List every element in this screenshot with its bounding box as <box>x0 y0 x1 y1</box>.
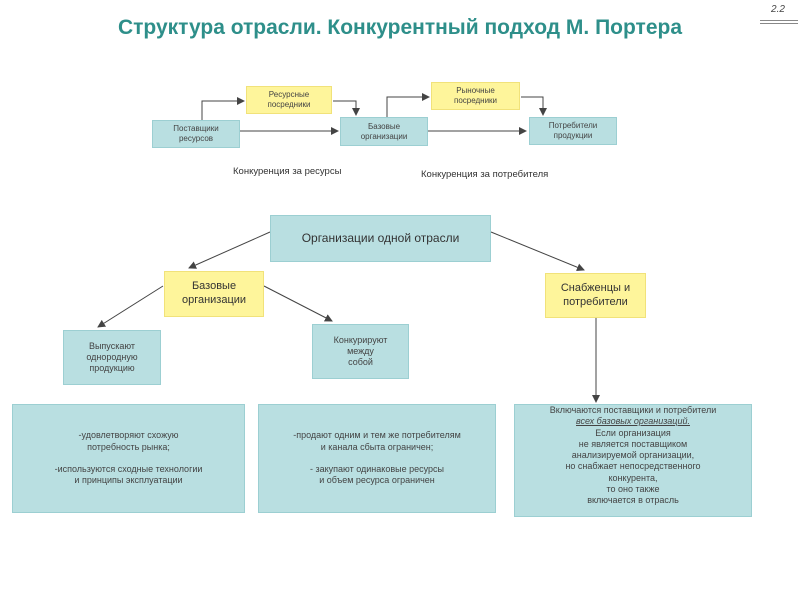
arrow-base-to-produce <box>97 285 164 328</box>
page-title: Структура отрасли. Конкурентный подход М… <box>117 16 683 39</box>
detail-left-box: -удовлетворяют схожую потребность рынка;… <box>12 404 245 513</box>
detail-right-box: Включаются поставщики и потребители всех… <box>514 404 752 517</box>
slide-number-rule <box>760 20 798 21</box>
detail-right-line1: Включаются поставщики и потребители <box>549 405 717 415</box>
compete-box: Конкурируют между собой <box>312 324 409 379</box>
competition-resources-label: Конкуренция за ресурсы <box>233 166 342 177</box>
arrow-root-to-suppliers <box>490 231 585 272</box>
arrow-resource-intermediaries-to-base <box>333 100 360 116</box>
arrow-base-to-compete <box>263 285 333 322</box>
detail-middle-box: -продают одним и тем же потребителям и к… <box>258 404 496 513</box>
arrow-root-to-base <box>188 231 271 269</box>
suppliers-consumers-box: Снабженцы и потребители <box>545 273 646 318</box>
arrow-suppliers-to-resource-intermediaries <box>201 97 245 120</box>
competition-consumer-label: Конкуренция за потребителя <box>421 169 549 180</box>
consumers-box: Потребители продукции <box>529 117 617 145</box>
market-intermediaries-box: Рыночные посредники <box>431 82 520 110</box>
industry-organizations-box: Организации одной отрасли <box>270 215 491 262</box>
produce-homogeneous-box: Выпускают однородную продукцию <box>63 330 161 385</box>
slide-number-rule <box>760 23 798 24</box>
arrow-base-to-market-intermediaries <box>386 93 430 117</box>
detail-right-rest: Если организация не является поставщиком… <box>565 427 701 506</box>
detail-right-emphasis: всех базовых организаций. <box>576 416 690 427</box>
suppliers-box: Поставщики ресурсов <box>152 120 240 148</box>
base-organizations-top-box: Базовые организации <box>340 117 428 146</box>
resource-intermediaries-box: Ресурсные посредники <box>246 86 332 114</box>
base-organizations-box: Базовые организации <box>164 271 264 317</box>
slide-number: 2.2 <box>771 4 785 15</box>
arrow-market-intermediaries-to-consumers <box>521 96 547 116</box>
